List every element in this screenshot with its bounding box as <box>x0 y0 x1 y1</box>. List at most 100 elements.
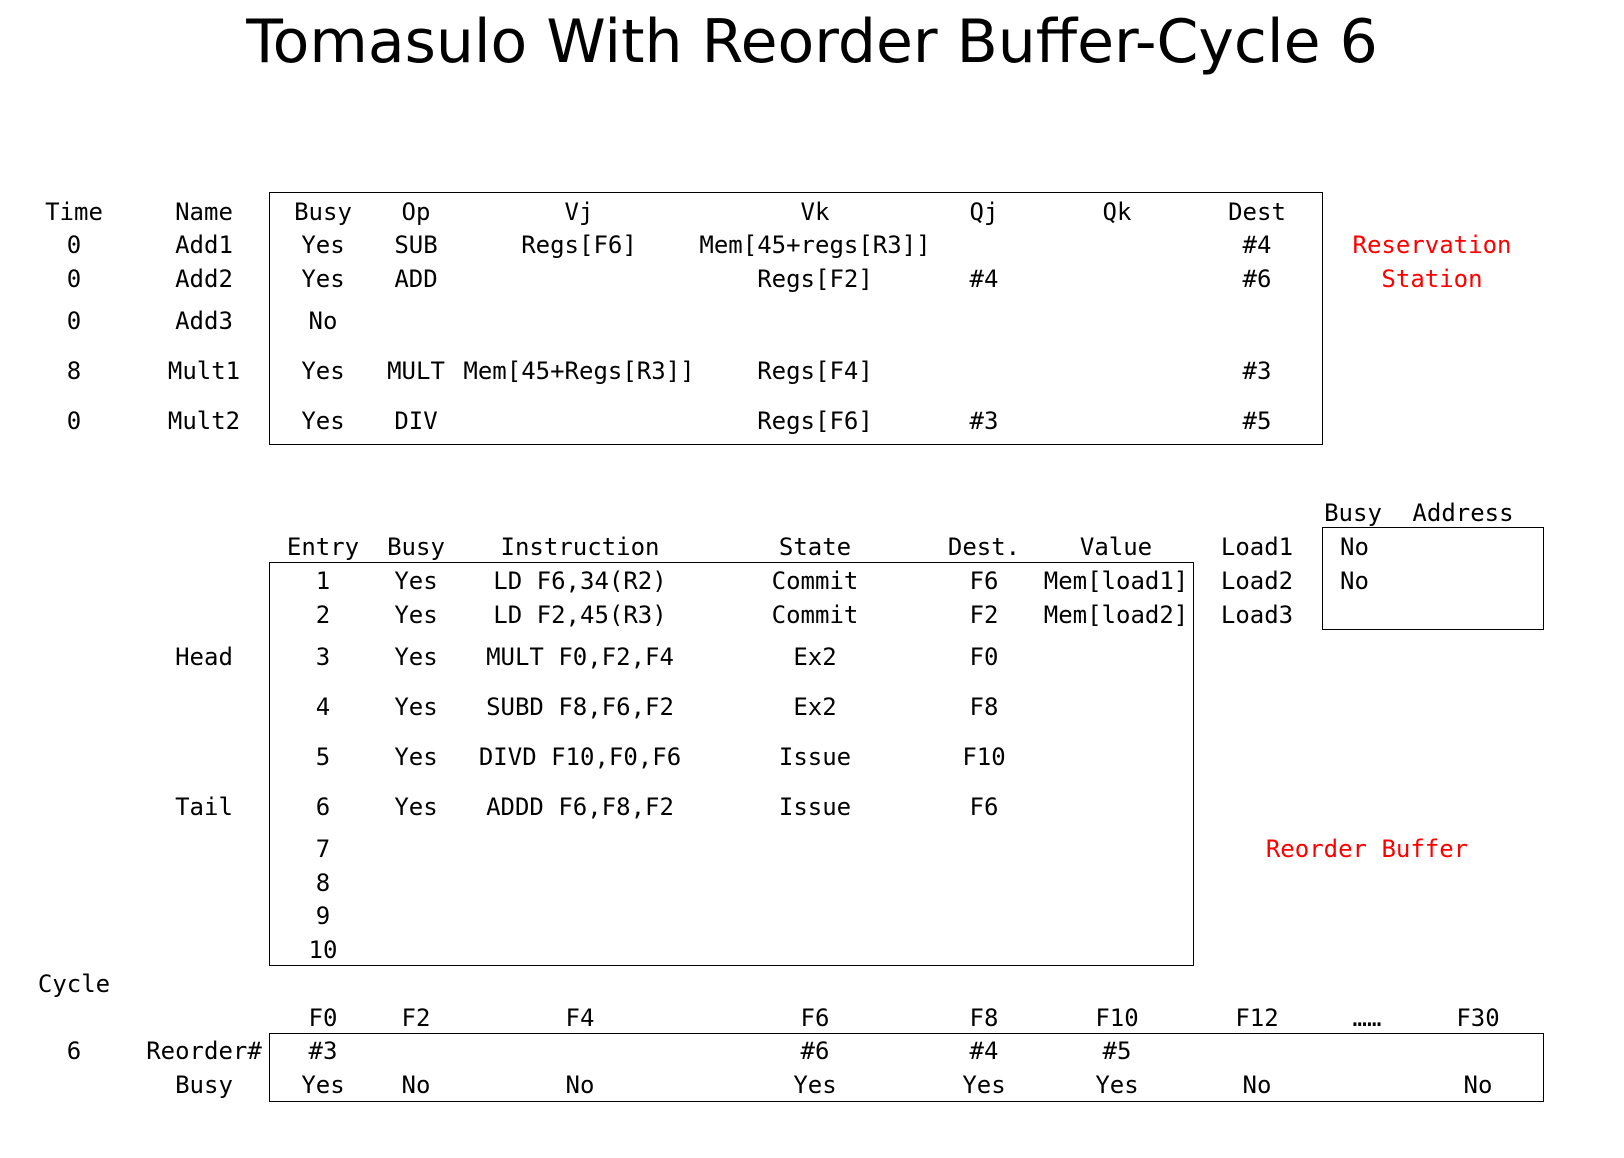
rob-cell-instruction: LD F6,34(R2) <box>493 567 667 595</box>
rob-header-entry: Entry <box>286 533 360 561</box>
rs-cell-dest: #3 <box>1242 357 1272 385</box>
register-status-box <box>269 1033 1544 1102</box>
rob-cell-dest: F0 <box>969 643 999 671</box>
rob-cell-instruction: MULT F0,F2,F4 <box>486 643 674 671</box>
register-busy: Yes <box>1095 1071 1139 1099</box>
register-busy: Yes <box>962 1071 1006 1099</box>
rob-cell-dest: F2 <box>969 601 999 629</box>
rs-cell-op: DIV <box>394 407 438 435</box>
register-header: F4 <box>565 1004 595 1032</box>
rob-cell-state: Ex2 <box>793 643 837 671</box>
rob-cell-state: Issue <box>778 793 852 821</box>
rs-cell-name: Add1 <box>175 231 233 259</box>
rob-cell-busy: Yes <box>394 793 438 821</box>
rs-cell-time: 0 <box>66 407 82 435</box>
load-buffer-busy: No <box>1340 567 1369 595</box>
rob-header-dest: Dest. <box>947 533 1021 561</box>
rs-header-vj: Vj <box>564 198 594 226</box>
load-buffer-name: Load1 <box>1220 533 1294 561</box>
rob-cell-value: Mem[load1] <box>1043 567 1189 595</box>
rs-cell-time: 0 <box>66 265 82 293</box>
rob-cell-state: Ex2 <box>793 693 837 721</box>
rs-header-op: Op <box>401 198 431 226</box>
rs-cell-name: Add2 <box>175 265 233 293</box>
rob-cell-entry: 5 <box>315 743 331 771</box>
rob-cell-dest: F6 <box>969 567 999 595</box>
rob-cell-instruction: LD F2,45(R3) <box>493 601 667 629</box>
rob-cell-busy: Yes <box>394 743 438 771</box>
rs-cell-vj: Mem[45+Regs[R3]] <box>463 357 695 385</box>
rs-header-qk: Qk <box>1102 198 1132 226</box>
rs-cell-vk: Mem[45+regs[R3]] <box>699 231 931 259</box>
reorder-buffer-box <box>269 562 1194 966</box>
rs-cell-op: SUB <box>394 231 438 259</box>
register-header: F0 <box>308 1004 338 1032</box>
load-buffer-box <box>1322 527 1544 630</box>
rs-cell-qj: #3 <box>969 407 999 435</box>
rob-cell-entry: 6 <box>315 793 331 821</box>
rs-header-name: Name <box>175 198 233 226</box>
rs-header-busy: Busy <box>294 198 352 226</box>
rs-cell-busy: Yes <box>301 265 345 293</box>
register-reorder: #5 <box>1102 1037 1132 1065</box>
cycle-value: 6 <box>66 1037 82 1065</box>
load-buffer-name: Load2 <box>1220 567 1294 595</box>
rs-cell-busy: Yes <box>301 407 345 435</box>
rob-cell-state: Commit <box>771 567 859 595</box>
rs-cell-name: Add3 <box>175 307 233 335</box>
rs-cell-dest: #5 <box>1242 407 1272 435</box>
register-header: F30 <box>1456 1004 1500 1032</box>
rob-cell-entry: 3 <box>315 643 331 671</box>
rob-cell-entry: 4 <box>315 693 331 721</box>
head-pointer-label: Head <box>175 643 233 671</box>
rob-cell-busy: Yes <box>394 601 438 629</box>
rs-header-dest: Dest <box>1228 198 1286 226</box>
rs-cell-dest: #6 <box>1242 265 1272 293</box>
register-busy: No <box>565 1071 595 1099</box>
rob-cell-instruction: SUBD F8,F6,F2 <box>486 693 674 721</box>
rs-cell-op: ADD <box>394 265 438 293</box>
register-busy: No <box>1463 1071 1493 1099</box>
rob-cell-state: Commit <box>771 601 859 629</box>
rob-cell-entry: 8 <box>315 869 331 897</box>
register-busy: No <box>401 1071 431 1099</box>
rob-cell-busy: Yes <box>394 693 438 721</box>
rs-cell-dest: #4 <box>1242 231 1272 259</box>
register-header: F2 <box>401 1004 431 1032</box>
rob-header-state: State <box>778 533 852 561</box>
rs-cell-vk: Regs[F6] <box>757 407 873 435</box>
rs-cell-time: 0 <box>66 231 82 259</box>
rs-header-time: Time <box>45 198 103 226</box>
register-header: F10 <box>1095 1004 1139 1032</box>
reorder-row-label: Reorder# <box>146 1037 262 1065</box>
rs-cell-vj: Regs[F6] <box>521 231 637 259</box>
register-busy: No <box>1242 1071 1272 1099</box>
rob-cell-entry: 9 <box>315 902 331 930</box>
rs-cell-vk: Regs[F4] <box>757 357 873 385</box>
rob-cell-entry: 1 <box>315 567 331 595</box>
rob-header-value: Value <box>1079 533 1153 561</box>
rob-cell-state: Issue <box>778 743 852 771</box>
busy-row-label: Busy <box>175 1071 233 1099</box>
register-reorder: #3 <box>308 1037 338 1065</box>
rob-cell-entry: 2 <box>315 601 331 629</box>
register-busy: Yes <box>793 1071 837 1099</box>
rob-cell-dest: F6 <box>969 793 999 821</box>
rob-cell-instruction: DIVD F10,F0,F6 <box>478 743 682 771</box>
register-header: …… <box>1352 1004 1382 1032</box>
register-header: F6 <box>800 1004 830 1032</box>
rob-cell-busy: Yes <box>394 567 438 595</box>
rob-header-busy: Busy <box>387 533 445 561</box>
rs-cell-time: 0 <box>66 307 82 335</box>
rob-cell-dest: F8 <box>969 693 999 721</box>
register-header: F8 <box>969 1004 999 1032</box>
rs-cell-busy: No <box>308 307 338 335</box>
load-header-busy: Busy <box>1324 499 1382 527</box>
register-header: F12 <box>1235 1004 1279 1032</box>
rob-cell-entry: 7 <box>315 835 331 863</box>
rs-header-vk: Vk <box>800 198 830 226</box>
rs-cell-time: 8 <box>66 357 82 385</box>
load-buffer-name: Load3 <box>1220 601 1294 629</box>
rob-cell-instruction: ADDD F6,F8,F2 <box>486 793 674 821</box>
rob-cell-entry: 10 <box>308 936 338 964</box>
